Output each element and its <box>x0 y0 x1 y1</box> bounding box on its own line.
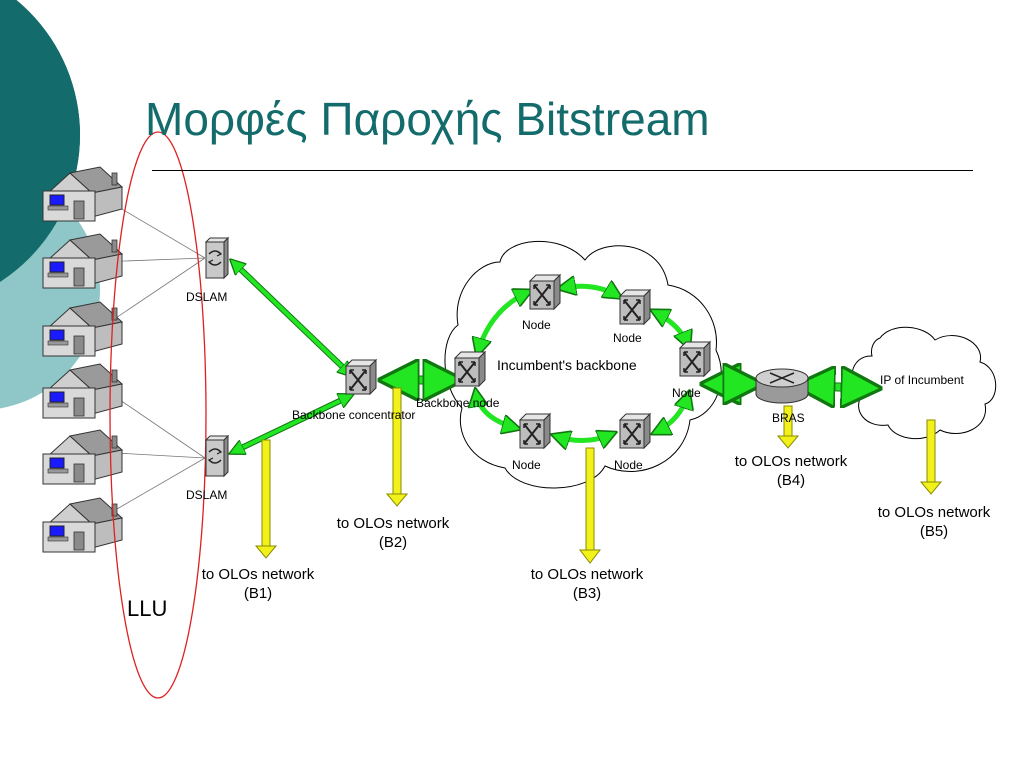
olo-output-text: to OLOs network <box>336 515 450 532</box>
olo-output-code: (B5) <box>919 523 949 540</box>
yellow-arrows <box>254 387 943 564</box>
node-label: Node <box>613 331 642 345</box>
olo-output-text: to OLOs network <box>530 566 644 583</box>
node-label: Node <box>672 386 701 400</box>
dslam-icon <box>205 237 229 279</box>
olo-output-code: (B3) <box>572 585 602 602</box>
page-title: Μορφές Παροχής Bitstream <box>145 93 710 145</box>
olo-output-code: (B2) <box>378 534 408 551</box>
olo-output-text: to OLOs network <box>734 453 848 470</box>
house-icon <box>42 497 123 553</box>
backbone-node-switch-icon <box>454 351 486 387</box>
node-switch-icon <box>619 413 651 449</box>
olo-output-code: (B1) <box>243 585 273 602</box>
olo-output-code: (B4) <box>776 472 806 489</box>
node-label: Node <box>614 458 643 472</box>
olo-output-b3: to OLOs network (B3) <box>517 565 657 603</box>
olo-output-b1: to OLOs network (B1) <box>188 565 328 603</box>
dslam-icon <box>205 435 229 477</box>
node-switch-icon <box>679 341 711 377</box>
bras-router-icon <box>755 368 809 404</box>
incumbent-backbone-label: Incumbent's backbone <box>497 357 637 373</box>
olo-output-b4: to OLOs network (B4) <box>721 452 861 490</box>
olo-output-b5: to OLOs network (B5) <box>864 503 1004 541</box>
node-switch-icon <box>519 413 551 449</box>
title-divider <box>152 170 973 171</box>
olo-output-text: to OLOs network <box>201 566 315 583</box>
backbone-node-label: Backbone node <box>416 396 500 410</box>
node-switch-icon <box>619 289 651 325</box>
node-label: Node <box>522 318 551 332</box>
backbone-concentrator-switch-icon <box>345 359 377 395</box>
node-switch-icon <box>529 274 561 310</box>
llu-label: LLU <box>127 596 168 621</box>
llu-ellipse <box>109 131 207 699</box>
backbone-concentrator-label: Backbone concentrator <box>292 408 416 422</box>
dslam-label: DSLAM <box>186 290 228 304</box>
green-links <box>233 262 870 452</box>
olo-output-b2: to OLOs network (B2) <box>323 514 463 552</box>
bras-label: BRAS <box>772 411 805 425</box>
node-label: Node <box>512 458 541 472</box>
ip-cloud-label: IP of Incumbent <box>880 373 964 387</box>
olo-output-text: to OLOs network <box>877 504 991 521</box>
dslam-label: DSLAM <box>186 488 228 502</box>
